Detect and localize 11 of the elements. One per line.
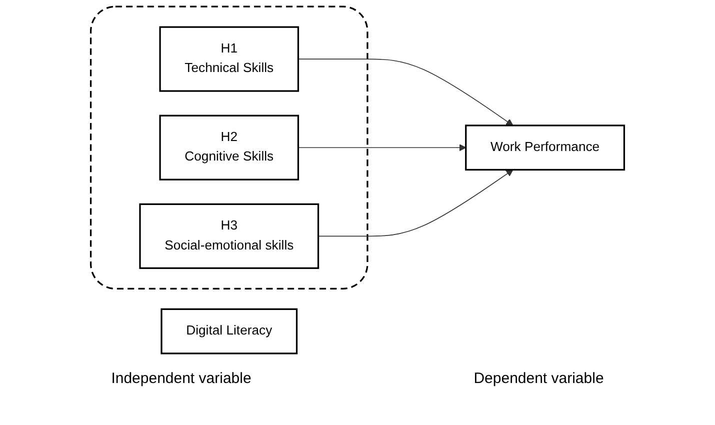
cluster (90, 6, 368, 290)
axis-caption: Dependent variable (474, 370, 604, 387)
node-box: Work Performance (465, 124, 626, 171)
arrow (298, 144, 466, 152)
node-box: Digital Literacy (160, 308, 298, 354)
axis-caption: Independent variable (111, 370, 252, 387)
arrow (318, 169, 514, 237)
arrow (298, 58, 514, 126)
node-box: H1 Technical Skills (159, 26, 300, 92)
node-box: H3 Social-emotional skills (139, 203, 320, 269)
node-box: H2 Cognitive Skills (159, 114, 300, 180)
